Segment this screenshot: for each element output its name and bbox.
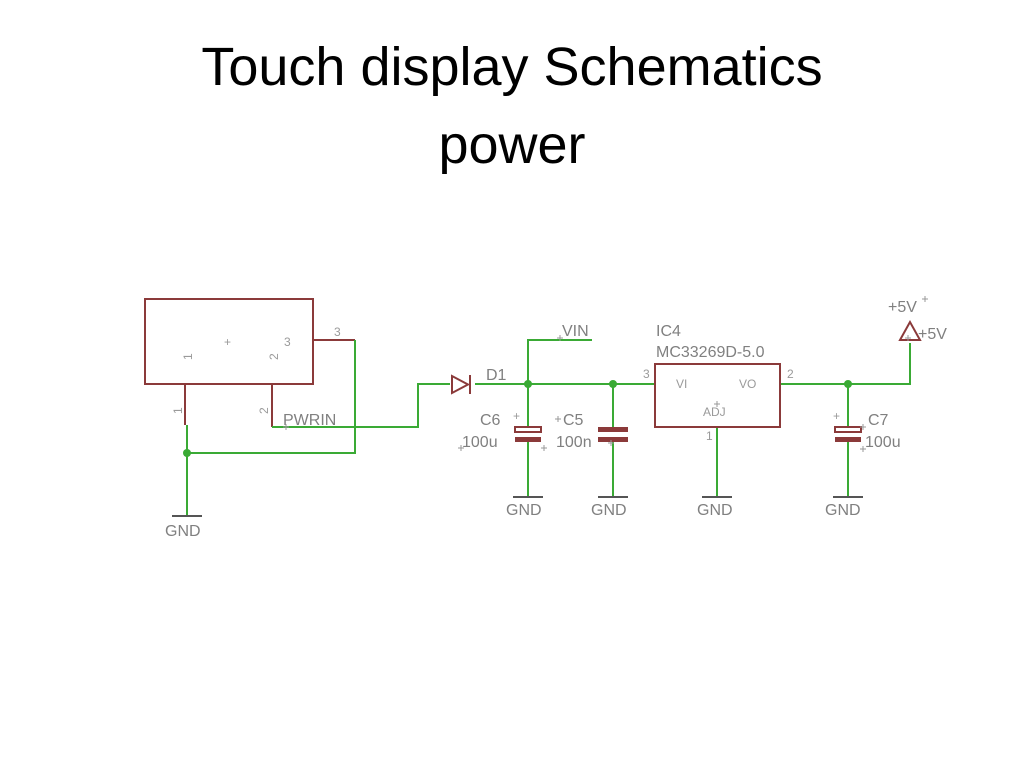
connector-lead2-label: 2 (257, 407, 271, 414)
wire-pin3-to-gnd (187, 340, 356, 454)
ic4-pin-vi-number: 3 (643, 367, 650, 381)
capacitor-c6: + C6 100u (462, 409, 542, 451)
c6-plate-bottom (515, 437, 541, 442)
gnd-c6: GND (506, 496, 543, 519)
capacitor-c5: C5 100n (556, 412, 628, 451)
supply-arrow (898, 319, 922, 341)
c6-value: 100u (462, 434, 498, 451)
origin-cross (458, 445, 464, 451)
origin-cross (608, 440, 614, 446)
gnd-label: GND (697, 502, 733, 519)
connector-pin3-label: 3 (284, 335, 291, 349)
c5-plate-bottom (598, 437, 628, 442)
supply-name: +5V (888, 299, 917, 316)
c5-name: C5 (563, 412, 584, 429)
regulator-ic4: IC4 MC33269D-5.0 VI VO ADJ 3 2 1 (643, 323, 794, 443)
net-label-vin: VIN (562, 323, 589, 340)
junction-gnd-connector (183, 449, 191, 457)
gnd-label: GND (825, 502, 861, 519)
origin-markers (283, 296, 928, 452)
ic4-pin-adj: ADJ (703, 405, 726, 419)
supply-value: +5V (918, 326, 947, 343)
origin-cross (860, 424, 866, 430)
title-line-1: Touch display Schematics (201, 37, 823, 97)
junction-c5 (609, 380, 617, 388)
junction-vin (524, 380, 532, 388)
gnd-ic4: GND (697, 496, 733, 519)
ic4-pin-adj-number: 1 (706, 429, 713, 443)
ic4-body (654, 363, 781, 428)
junction-c7 (844, 380, 852, 388)
gnd-label: GND (591, 502, 627, 519)
connector-pin1-label: 1 (181, 353, 195, 360)
connector-pin2-label: 2 (267, 353, 281, 360)
c7-value: 100u (865, 434, 901, 451)
ground-symbols: GND GND GND GND GND (165, 496, 863, 540)
c7-plate-bottom (835, 437, 861, 442)
wire-pwrin (272, 383, 450, 428)
wire-vo-to-5v (780, 343, 911, 385)
origin-cross (555, 416, 561, 422)
c7-name: C7 (868, 412, 889, 429)
supply-5v: +5V +5V (888, 299, 947, 343)
connector-plus-label: + (224, 335, 231, 349)
origin-cross (541, 445, 547, 451)
connector-body (144, 298, 314, 385)
gnd-label: GND (506, 502, 542, 519)
origin-cross (922, 296, 928, 302)
ic4-pin-vo: VO (739, 377, 756, 391)
power-connector: 1 2 3 + 3 1 2 (144, 298, 355, 427)
ic4-pin-vi: VI (676, 377, 687, 391)
ic4-value: MC33269D-5.0 (656, 344, 765, 361)
diode-triangle (451, 374, 471, 395)
junctions (183, 380, 852, 457)
gnd-c7: GND (825, 496, 863, 519)
origin-cross (905, 335, 911, 341)
origin-cross (557, 335, 563, 341)
c7-polarity: + (833, 409, 840, 423)
c5-value: 100n (556, 434, 592, 451)
origin-cross (283, 424, 289, 430)
c6-name: C6 (480, 412, 501, 429)
gnd-c5: GND (591, 496, 628, 519)
capacitor-c7: + C7 100u (833, 409, 901, 451)
origin-cross (860, 446, 866, 452)
wires (186, 339, 911, 515)
ic4-pin-vo-number: 2 (787, 367, 794, 381)
title-line-2: power (438, 115, 586, 175)
wire-vin (527, 339, 592, 384)
slide-title: Touch display Schematics power (0, 28, 1024, 184)
gnd-connector: GND (165, 515, 202, 540)
connector-pin3-wire-label: 3 (334, 325, 341, 339)
ic4-name: IC4 (656, 323, 681, 340)
c6-plate-top (514, 426, 542, 433)
gnd-label: GND (165, 523, 201, 540)
connector-lead1-label: 1 (171, 407, 185, 414)
c6-polarity: + (513, 409, 520, 423)
origin-cross (714, 401, 720, 407)
c5-plate-top (598, 427, 628, 432)
diode-d1: D1 (451, 367, 507, 395)
c7-plate-top (834, 426, 862, 433)
diode-name: D1 (486, 367, 507, 384)
net-label-pwrin: PWRIN (283, 412, 336, 429)
